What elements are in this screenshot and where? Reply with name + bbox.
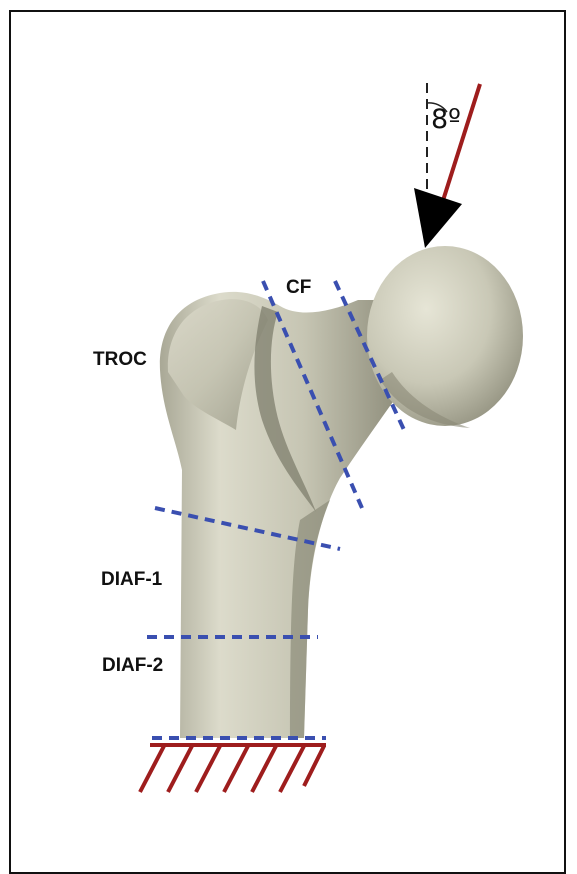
load-arrow-head <box>414 188 462 248</box>
fixed-support <box>140 745 326 792</box>
diaphysis-2-label: DIAF-2 <box>102 655 163 676</box>
femoral-head <box>367 246 523 426</box>
neck-label: CF <box>286 277 311 298</box>
load-angle-label: 8º <box>431 104 461 135</box>
load-arrow-shaft <box>440 84 480 210</box>
diaphysis-1-label: DIAF-1 <box>101 569 163 590</box>
femur-bone <box>160 246 523 738</box>
trochanter-label: TROC <box>93 349 147 370</box>
